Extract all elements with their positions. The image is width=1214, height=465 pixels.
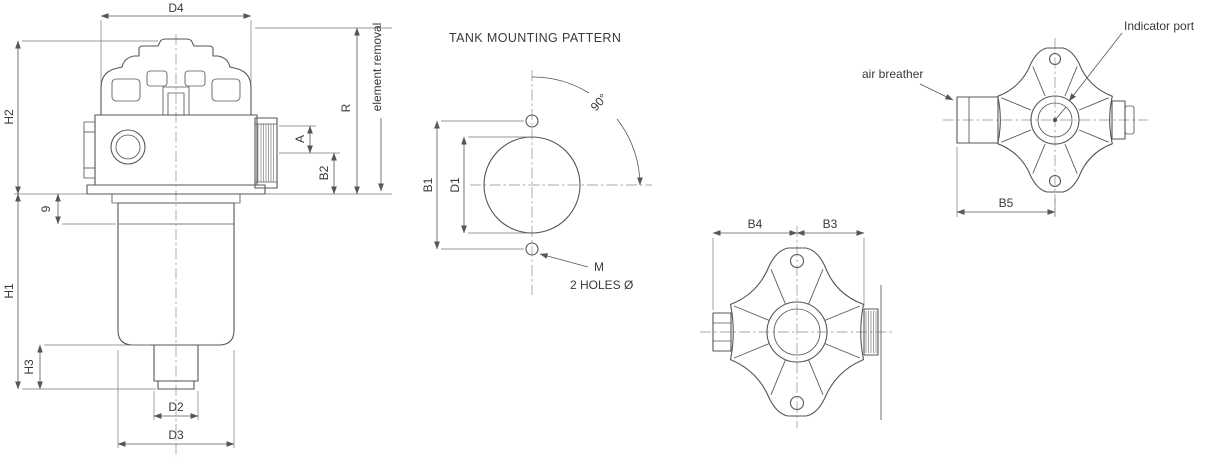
indicator-flange-hole-bottom <box>1048 174 1062 188</box>
inlet-port-circle <box>110 129 146 165</box>
element-removal-label: element removal <box>370 23 384 112</box>
indicator-casting-outline <box>997 47 1113 193</box>
dim-label-d4: D4 <box>168 1 184 15</box>
filter-cap-details <box>111 70 241 116</box>
flange-hole-top <box>789 253 805 269</box>
dim-label-b1: B1 <box>421 177 435 192</box>
tank-mounting-pattern-view: TANK MOUNTING PATTERN 90° B1 D1 M 2 HOLE… <box>421 31 652 295</box>
air-breather-leader <box>919 83 954 101</box>
casting-ribs <box>734 269 860 395</box>
left-port-boss <box>712 312 732 352</box>
thread-size-label: M <box>594 260 604 274</box>
dim-label-b3: B3 <box>823 217 838 231</box>
angle-label-90: 90° <box>588 91 611 114</box>
clogging-indicator-gauge <box>1030 95 1080 145</box>
center-bore-outer <box>766 301 828 363</box>
dim-label-d2: D2 <box>168 400 184 414</box>
mounting-hole-top <box>525 114 539 128</box>
mounting-bore-circle <box>483 136 581 234</box>
top-view-indicator: air breather Indicator port B5 <box>862 19 1195 217</box>
threaded-outlet-boss <box>254 117 278 189</box>
indicator-flange-hole-top <box>1048 52 1062 66</box>
top-view-ports: B4 B3 <box>700 217 895 428</box>
filter-cap-outline <box>100 38 252 116</box>
indicator-port-leader <box>1068 32 1123 102</box>
air-breather-label: air breather <box>862 67 923 81</box>
gauge-needle <box>1054 106 1067 121</box>
indicator-port-label: Indicator port <box>1124 19 1195 33</box>
angle-arc-2 <box>616 118 643 186</box>
dim-label-h3: H3 <box>22 359 36 375</box>
dim-label-r: R <box>339 103 353 112</box>
angle-arc-1 <box>531 76 590 94</box>
dim-label-9: 9 <box>39 205 53 212</box>
holes-note-label: 2 HOLES Ø <box>570 278 633 292</box>
casting-outline <box>729 247 865 417</box>
air-breather-boss <box>956 96 999 144</box>
mounting-pattern-title: TANK MOUNTING PATTERN <box>449 31 621 45</box>
dim-label-a: A <box>293 135 307 143</box>
bottom-spigot <box>153 344 199 390</box>
indicator-ribs <box>1001 66 1109 174</box>
filter-head-left-boss <box>83 121 96 179</box>
holes-leader-line <box>539 253 589 268</box>
flange-hole-bottom <box>789 395 805 411</box>
filter-bowl <box>117 202 235 346</box>
inlet-port-inner-circle <box>115 134 141 160</box>
side-view-dimensions: D4 H2 H1 9 H3 D2 D3 <box>2 1 392 448</box>
dim-label-d3: D3 <box>168 428 184 442</box>
dim-label-h1: H1 <box>2 283 16 299</box>
right-threaded-port <box>863 308 879 356</box>
indicator-port-boss <box>1111 100 1135 140</box>
dim-label-h2: H2 <box>2 109 16 125</box>
thread-hatch <box>257 124 274 182</box>
dim-label-b4: B4 <box>748 217 763 231</box>
dim-label-b5: B5 <box>999 196 1014 210</box>
dim-label-d1: D1 <box>448 177 462 193</box>
center-bore-inner <box>773 308 821 356</box>
side-view-filter: D4 H2 H1 9 H3 D2 D3 <box>2 1 392 458</box>
mounting-hole-bottom <box>525 242 539 256</box>
dim-label-b2: B2 <box>317 165 331 180</box>
